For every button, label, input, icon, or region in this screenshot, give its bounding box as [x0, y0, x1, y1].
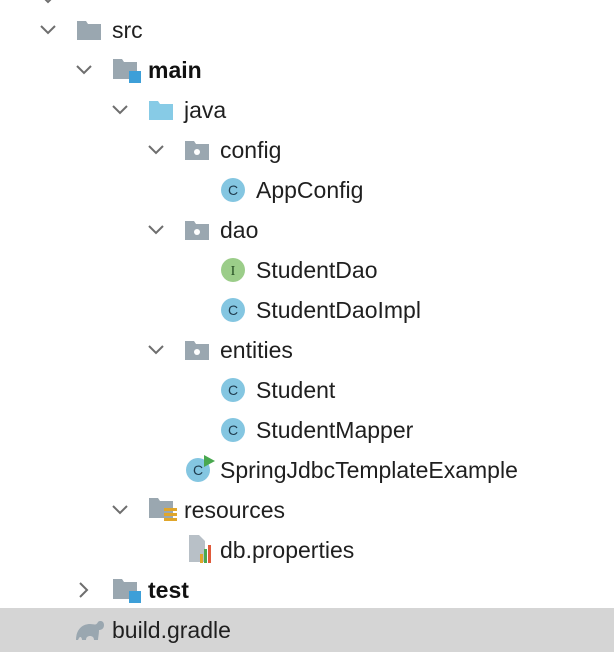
tree-item-label: SpringJdbcTemplateExample — [220, 457, 518, 483]
tree-item-label: StudentDaoImpl — [256, 297, 421, 323]
tree-item-label: db.properties — [220, 537, 355, 563]
class-icon: C — [221, 298, 245, 322]
svg-text:I: I — [231, 264, 236, 279]
tree-item-label: AppConfig — [256, 177, 364, 203]
package-icon — [185, 221, 209, 240]
tree-item-studentdao[interactable]: I StudentDao — [0, 250, 614, 290]
chevron-down-icon[interactable] — [110, 100, 130, 120]
properties-file-icon — [189, 535, 211, 563]
tree-item-label: entities — [220, 337, 293, 363]
class-icon: C — [221, 378, 245, 402]
sources-root-folder-icon — [149, 101, 173, 120]
tree-item-label: resources — [184, 497, 285, 523]
svg-text:C: C — [228, 422, 238, 438]
interface-icon: I — [221, 258, 245, 282]
tree-item-src[interactable]: src — [0, 10, 614, 50]
svg-text:C: C — [228, 182, 238, 198]
tree-item-label: StudentMapper — [256, 417, 414, 443]
tree-item-springjdbctemplateexample[interactable]: C SpringJdbcTemplateExample — [0, 450, 614, 490]
tree-item-test[interactable]: test — [0, 570, 614, 610]
class-icon: C — [221, 418, 245, 442]
tree-item-label: main — [148, 57, 202, 83]
tree-item-studentmapper[interactable]: C StudentMapper — [0, 410, 614, 450]
package-icon — [185, 141, 209, 160]
svg-text:C: C — [228, 382, 238, 398]
gradle-icon — [76, 621, 104, 640]
chevron-down-icon[interactable] — [110, 500, 130, 520]
chevron-down-icon[interactable] — [146, 340, 166, 360]
chevron-down-icon[interactable] — [74, 60, 94, 80]
tree-item-label: build.gradle — [112, 617, 231, 643]
tree-item-label: dao — [220, 217, 259, 243]
tree-item-label: StudentDao — [256, 257, 378, 283]
tree-item-studentdaoimpl[interactable]: C StudentDaoImpl — [0, 290, 614, 330]
source-set-folder-icon — [113, 579, 141, 603]
chevron-down-icon[interactable] — [146, 220, 166, 240]
runnable-class-icon: C — [186, 455, 215, 482]
chevron-right-icon[interactable] — [74, 580, 94, 600]
tree-item-db-properties[interactable]: db.properties — [0, 530, 614, 570]
tree-item-label: config — [220, 137, 282, 163]
class-icon: C — [221, 178, 245, 202]
tree-item-dao[interactable]: dao — [0, 210, 614, 250]
tree-item-entities[interactable]: entities — [0, 330, 614, 370]
tree-item-config[interactable]: config — [0, 130, 614, 170]
folder-icon — [77, 21, 101, 40]
tree-item-label: java — [184, 97, 227, 123]
resources-folder-icon — [149, 498, 177, 521]
tree-item-label: test — [148, 577, 189, 603]
svg-text:C: C — [228, 302, 238, 318]
tree-item-main[interactable]: main — [0, 50, 614, 90]
svg-text:C: C — [193, 462, 203, 478]
tree-item-java[interactable]: java — [0, 90, 614, 130]
tree-item-resources[interactable]: resources — [0, 490, 614, 530]
chevron-down-icon[interactable] — [146, 140, 166, 160]
tree-item-build-gradle[interactable]: build.gradle — [0, 608, 614, 652]
tree-item-appconfig[interactable]: C AppConfig — [0, 170, 614, 210]
tree-item-student[interactable]: C Student — [0, 370, 614, 410]
chevron-down-icon[interactable] — [38, 20, 58, 40]
chevron-down-icon — [44, 0, 52, 4]
tree-item-label: src — [112, 17, 143, 43]
package-icon — [185, 341, 209, 360]
tree-item-label: Student — [256, 377, 336, 403]
source-set-folder-icon — [113, 59, 141, 83]
